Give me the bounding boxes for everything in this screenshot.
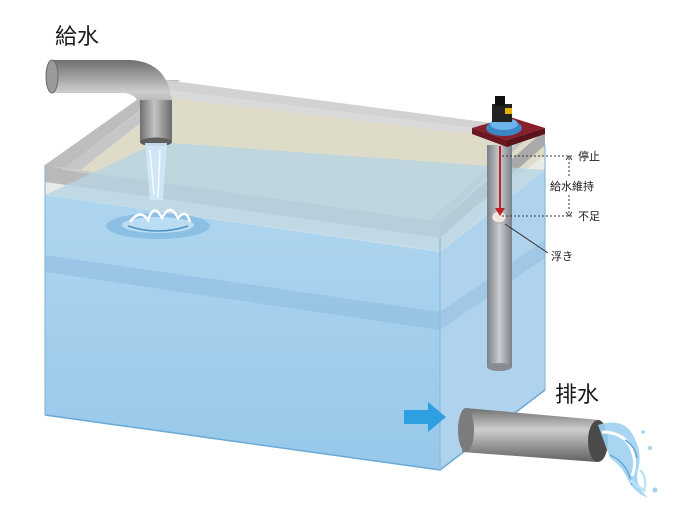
outlet-pipe [458,408,608,462]
sensor-rod [487,145,512,371]
inlet-pipe [45,59,172,147]
flow-arrow-icon [404,402,446,432]
outlet-label: 排水 [555,383,599,408]
inlet-label: 給水 [55,25,99,50]
water-front-face [45,195,440,470]
level-sensor-icon [472,96,545,147]
shortage-label: 不足 [578,210,600,223]
water-splash-icon [106,143,210,239]
maintain-label: 給水維持 [550,179,594,193]
stop-label: 停止 [578,149,600,163]
sensor-beam [495,146,505,216]
float-label: 浮き [551,250,573,263]
water-surface [45,142,545,252]
outflow-splash [598,422,658,498]
level-indicators [502,155,573,254]
